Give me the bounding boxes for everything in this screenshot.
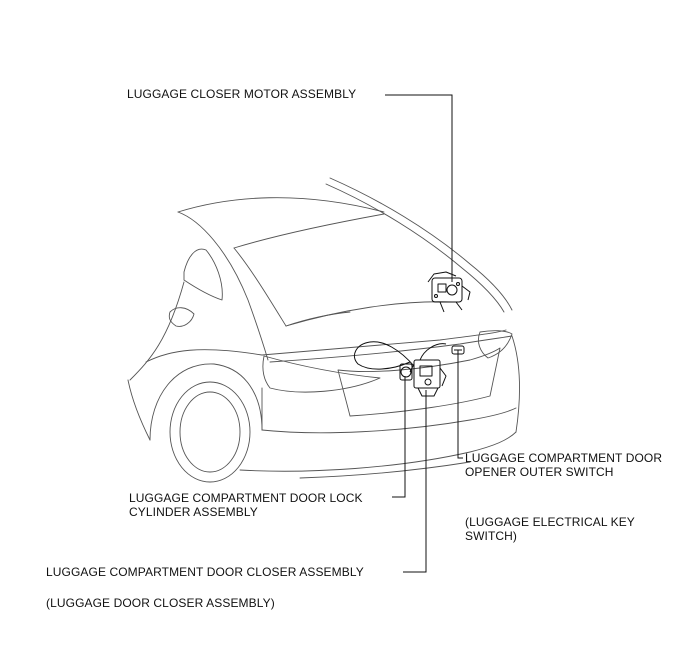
fuel-door (168, 307, 195, 327)
trunk-deck-right-2 (325, 183, 505, 313)
quarter-window (183, 248, 223, 301)
rear-bumper-top (261, 407, 517, 434)
luggage-closer-motor (427, 271, 471, 313)
label-closer-motor: LUGGAGE CLOSER MOTOR ASSEMBLY (127, 87, 357, 101)
label-opener-switch-line1: LUGGAGE COMPARTMENT DOOR (465, 451, 663, 465)
side-body-upper (129, 281, 185, 381)
roof-line (177, 197, 385, 213)
label-door-closer-alt: (LUGGAGE DOOR CLOSER ASSEMBLY) (46, 596, 275, 610)
leader-motor (385, 94, 453, 282)
trunk-lid-rear (261, 329, 507, 356)
rear-tire (169, 381, 251, 483)
tail-lamp-right (477, 330, 513, 359)
car-body (127, 177, 520, 483)
leader-lock-cylinder (392, 376, 406, 498)
c-pillar-inner (233, 247, 287, 327)
trunk-deck-right (329, 177, 513, 311)
c-pillar-outer (177, 211, 269, 361)
trunk-lid-front (285, 311, 351, 327)
label-key-switch-line1: (LUGGAGE ELECTRICAL KEY (465, 515, 635, 529)
leader-lines (385, 94, 463, 573)
leader-opener-switch (457, 350, 463, 459)
release-cable (354, 341, 447, 370)
tail-lamp-left (262, 355, 381, 393)
leader-closer (403, 390, 427, 573)
label-key-switch-line2: SWITCH) (465, 529, 518, 543)
label-door-closer: LUGGAGE COMPARTMENT DOOR CLOSER ASSEMBLY (46, 565, 364, 579)
bumper-right-edge (511, 335, 520, 433)
rear-window-bottom (285, 301, 453, 327)
label-lock-cylinder-line1: LUGGAGE COMPARTMENT DOOR LOCK (129, 491, 363, 505)
trunk-spoiler (269, 335, 513, 363)
wheel-arch (149, 363, 263, 441)
rocker (127, 379, 151, 441)
trunk-rear-panel (337, 347, 501, 417)
rear-window-top (233, 213, 385, 249)
bumper-lower-edge (299, 461, 471, 479)
label-lock-cylinder-line2: CYLINDER ASSEMBLY (129, 505, 258, 519)
label-opener-switch-line2: OPENER OUTER SWITCH (465, 465, 614, 479)
rear-bumper-bottom (239, 431, 517, 472)
rear-rim (179, 391, 241, 473)
side-body-char (145, 349, 263, 363)
